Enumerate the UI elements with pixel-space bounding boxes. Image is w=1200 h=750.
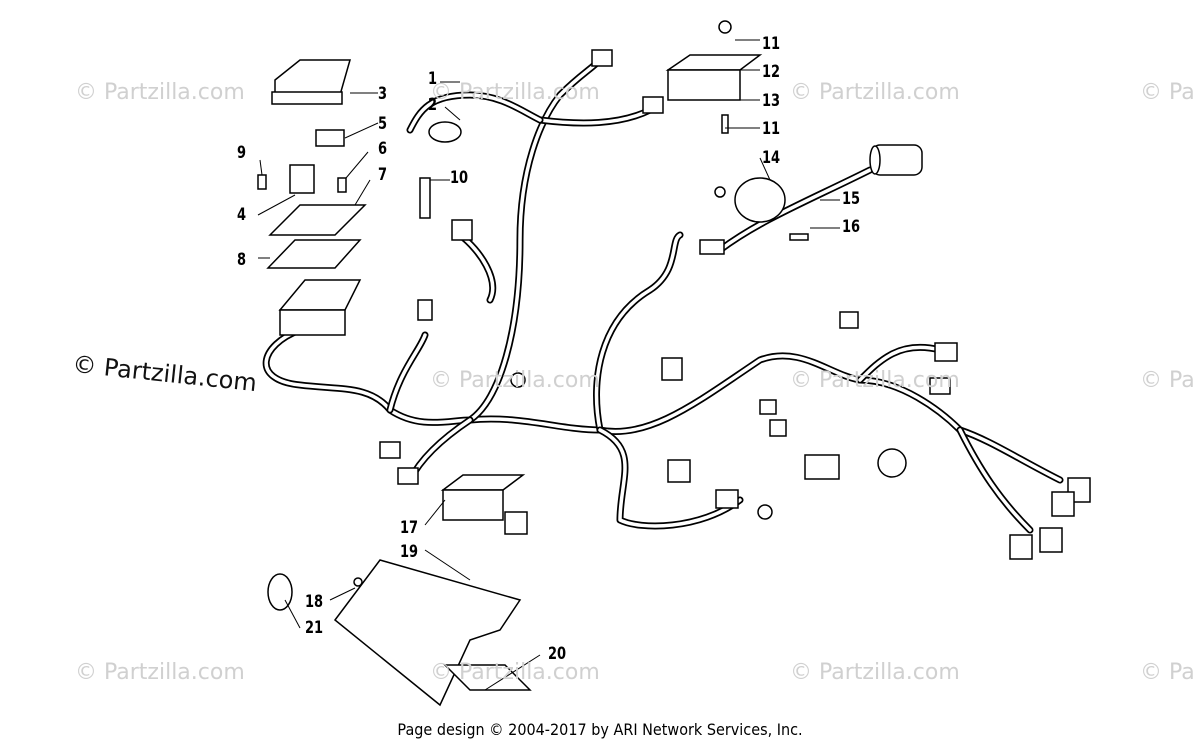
callout-11b: 11: [762, 119, 781, 139]
harness-wires: [262, 56, 1064, 534]
fuse-9: [257, 174, 267, 190]
callout-6: 6: [378, 139, 388, 159]
foam-pad: [443, 664, 532, 691]
inline-connector: [417, 299, 433, 321]
mounting-plate: [333, 559, 522, 707]
callout-4: 4: [237, 205, 247, 225]
harness-clip: [428, 121, 462, 143]
connector: [379, 441, 401, 459]
leader-lines: [257, 39, 840, 691]
connector: [661, 357, 683, 381]
callout-12: 12: [762, 62, 781, 82]
fuse-6: [337, 177, 347, 193]
ring-terminal: [757, 504, 773, 520]
connector: [769, 419, 787, 437]
grommet: [267, 573, 293, 611]
screw-16: [789, 233, 809, 241]
connector: [397, 467, 419, 485]
copyright-footer: Page design © 2004-2017 by ARI Network S…: [397, 720, 803, 739]
fuse-box-base: [278, 279, 362, 336]
callout-18: 18: [305, 592, 324, 612]
connector: [804, 454, 840, 480]
fuse-box-gasket: [266, 239, 362, 269]
washer: [718, 20, 732, 34]
watermark: © Partzilla.com: [430, 80, 600, 105]
handle-grip: [869, 144, 923, 176]
callout-20: 20: [548, 644, 567, 664]
nut: [714, 186, 726, 198]
watermark: © Pa: [1140, 368, 1195, 393]
control-module: [440, 474, 526, 521]
callout-5: 5: [378, 114, 388, 134]
connector: [1039, 527, 1063, 553]
connector: [667, 459, 691, 483]
connector: [642, 96, 664, 114]
watermark: © Partzilla.com: [430, 660, 600, 685]
callout-16: 16: [842, 217, 861, 237]
callout-13: 13: [762, 91, 781, 111]
relay-small: [315, 129, 345, 147]
callout-8: 8: [237, 250, 247, 270]
callout-17: 17: [400, 518, 419, 538]
fuse-box-cover: [271, 59, 351, 105]
watermark: © Partzilla.com: [790, 660, 960, 685]
callout-14: 14: [762, 148, 781, 168]
screw: [721, 114, 729, 134]
callout-15: 15: [842, 189, 861, 209]
relay: [289, 164, 315, 194]
callout-1: 1: [428, 69, 438, 89]
callout-3: 3: [378, 84, 388, 104]
sensor: [419, 177, 431, 219]
callout-19: 19: [400, 542, 419, 562]
callout-21: 21: [305, 618, 324, 638]
watermark: © Partzilla.com: [790, 80, 960, 105]
watermark: © Partzilla.com: [790, 368, 960, 393]
connector: [1009, 534, 1033, 560]
watermark: © Pa: [1140, 660, 1195, 685]
ring-terminal: [510, 372, 526, 388]
connector: [451, 219, 473, 241]
connector: [591, 49, 613, 67]
connector: [759, 399, 777, 415]
connector: [934, 342, 958, 362]
ignition-switch: [734, 177, 786, 223]
connector: [699, 239, 725, 255]
connector: [1051, 491, 1075, 517]
connector: [715, 489, 739, 509]
voltage-regulator: [665, 54, 763, 101]
watermark: © Pa: [1140, 80, 1195, 105]
connector: [839, 311, 859, 329]
indicator-light: [877, 448, 907, 478]
callout-7: 7: [378, 165, 388, 185]
callout-11a: 11: [762, 34, 781, 54]
watermark: © Partzilla.com: [75, 80, 245, 105]
connector: [929, 377, 951, 395]
fuse-block-label: [268, 204, 367, 236]
screw-18: [353, 577, 363, 587]
watermark: © Partzilla.com: [430, 368, 600, 393]
callout-9: 9: [237, 143, 247, 163]
watermark: © Partzilla.com: [75, 660, 245, 685]
connector: [504, 511, 528, 535]
callout-10: 10: [450, 168, 469, 188]
callout-2: 2: [428, 95, 438, 115]
